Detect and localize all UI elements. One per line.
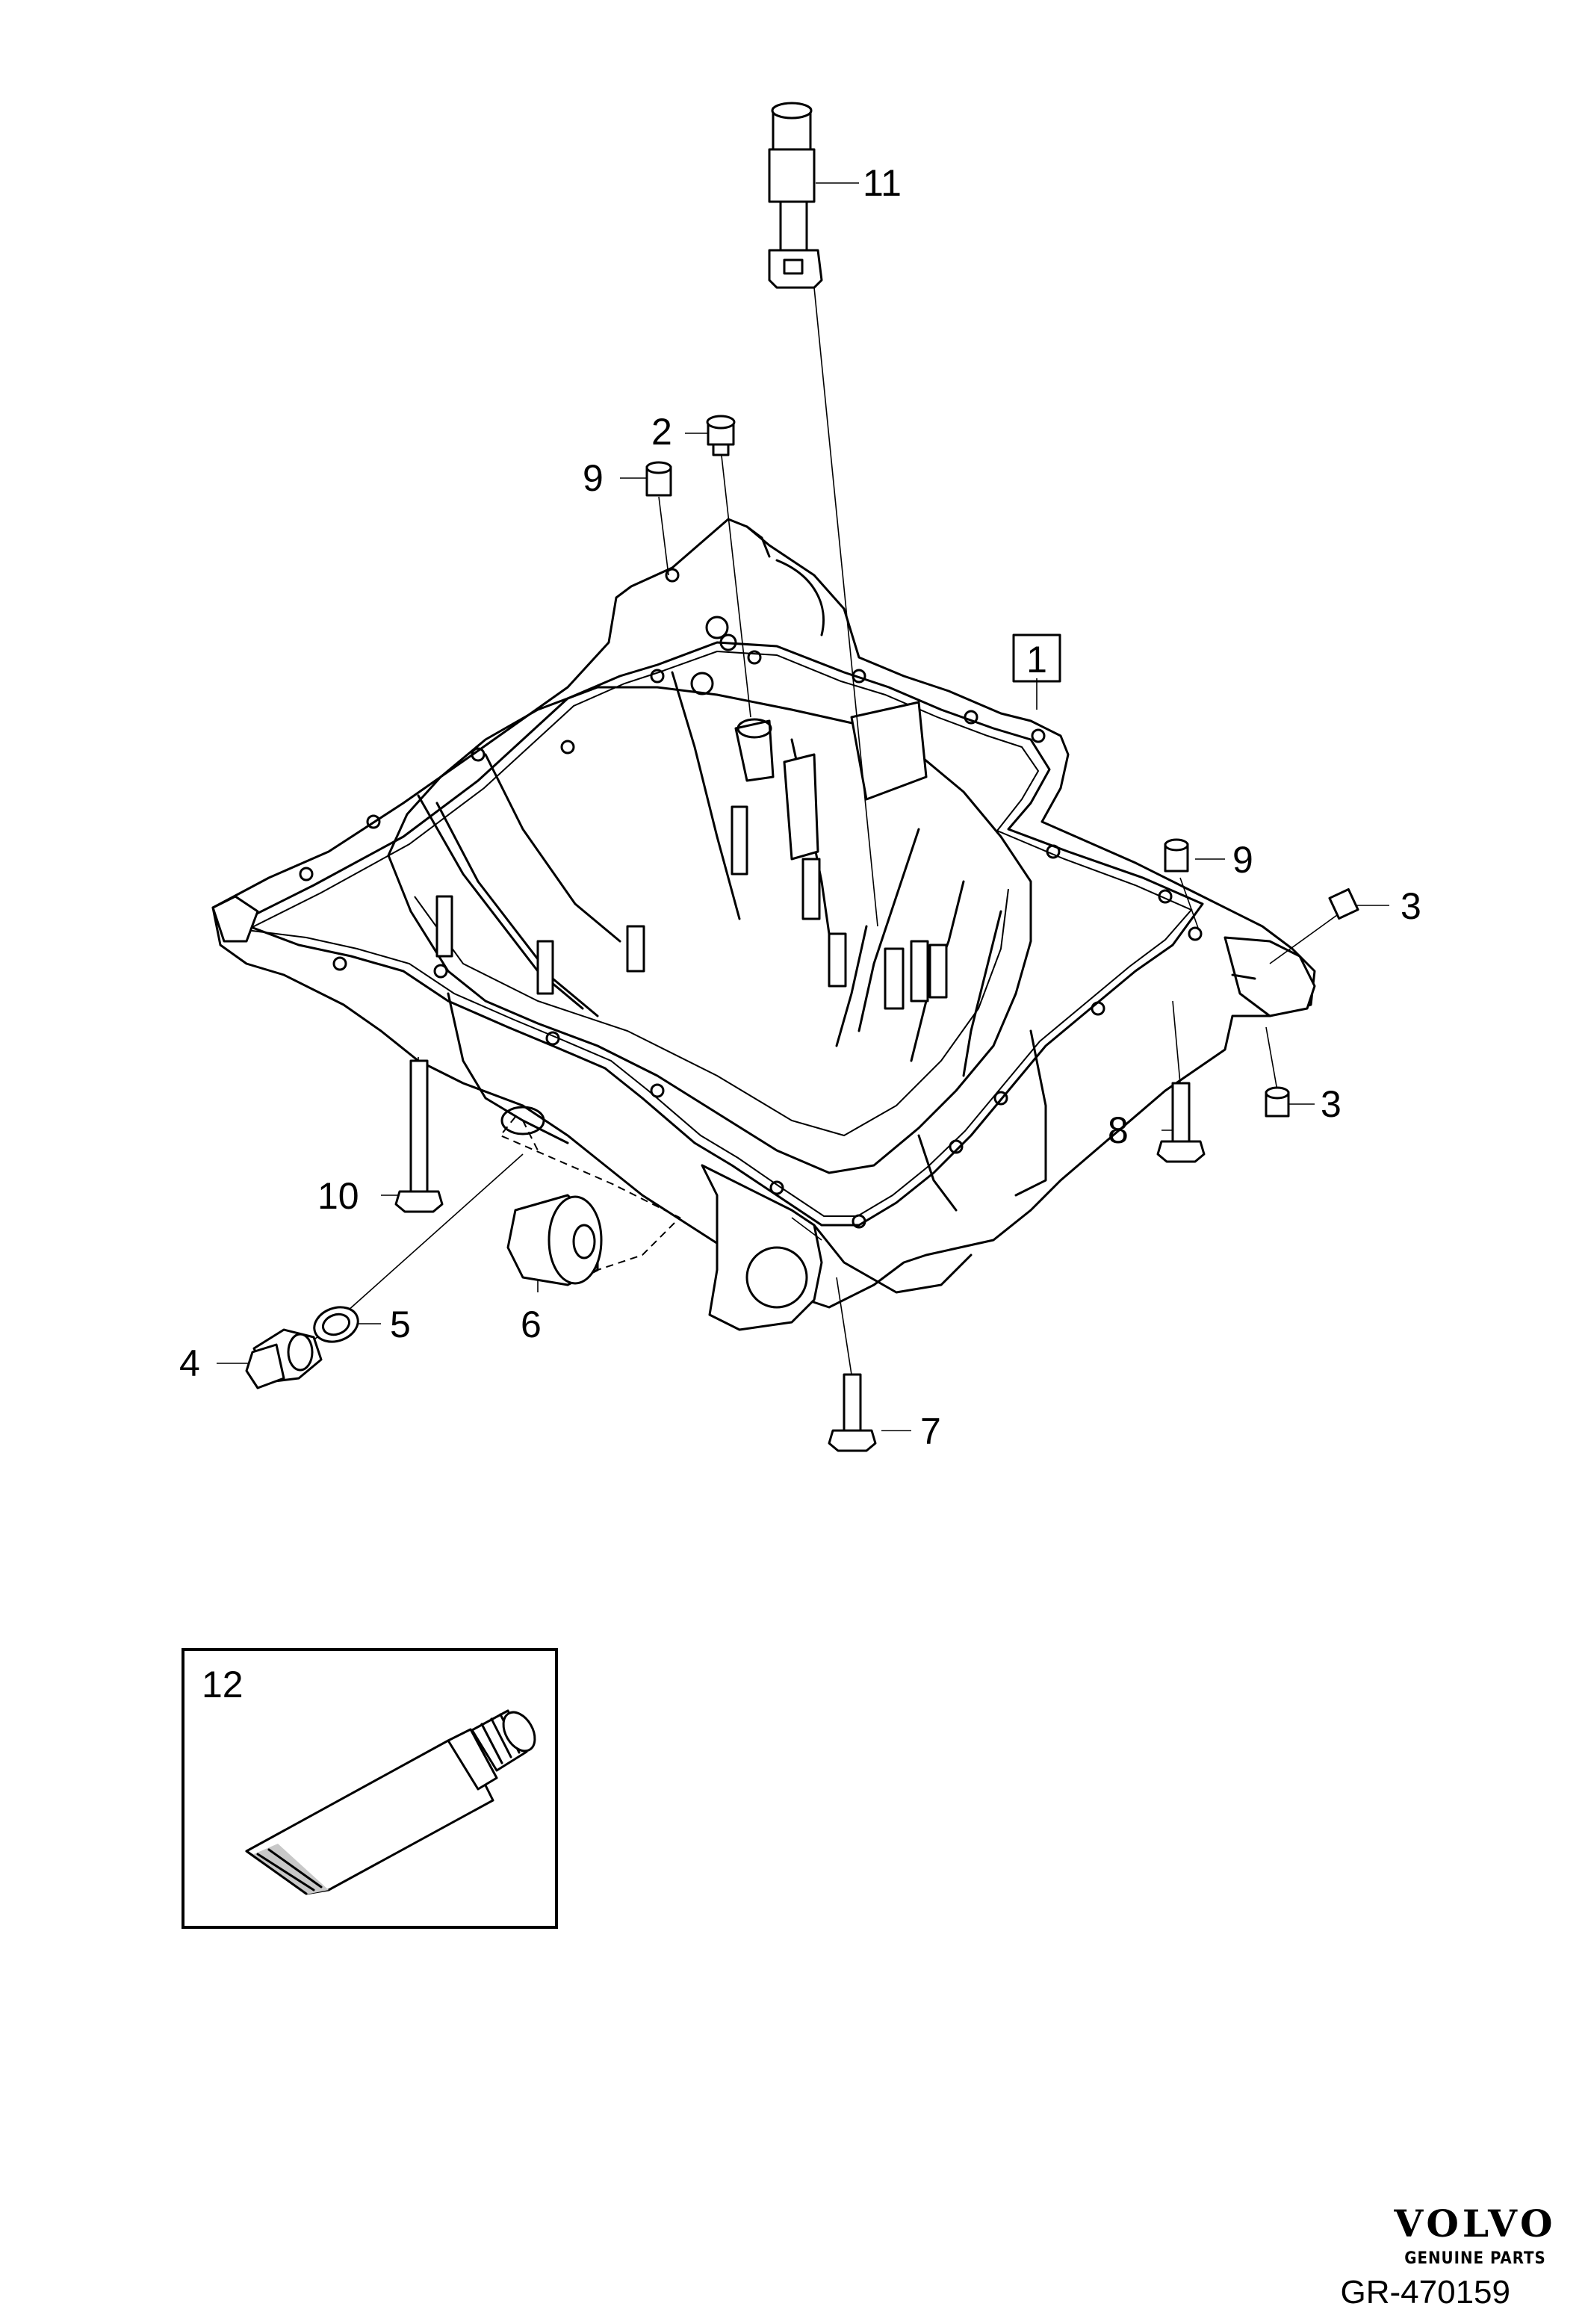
volvo-logo-text: VOLVO — [1393, 2201, 1556, 2246]
bolt-part — [1156, 1082, 1206, 1163]
document-id: GR-470159 — [1341, 2274, 1510, 2311]
callout-11: 11 — [863, 162, 902, 204]
callout-10: 10 — [317, 1175, 359, 1217]
volvo-logo: VOLVO GENUINE PARTS — [1393, 2201, 1556, 2268]
callout-1-box — [1012, 633, 1061, 683]
sealant-tube-part — [245, 1709, 536, 1895]
callout-12: 12 — [202, 1664, 244, 1705]
callout-7: 7 — [920, 1410, 941, 1452]
oil-pan-illustration — [211, 518, 1316, 1331]
callout-9a: 9 — [583, 457, 604, 499]
long-bolt-part — [394, 1059, 444, 1213]
callout-4: 4 — [179, 1342, 200, 1384]
dowel-pin-part — [1265, 887, 1359, 1118]
callout-2: 2 — [651, 411, 672, 453]
callout-labels: 1 2 3 3 4 5 6 7 8 9 9 10 11 — [179, 162, 1421, 1452]
callout-6: 6 — [521, 1304, 542, 1345]
rubber-bushing-part — [506, 1194, 603, 1286]
dipstick-tube-part — [768, 102, 823, 289]
callout-9b: 9 — [1232, 839, 1253, 881]
mount-alignment-line — [499, 1116, 681, 1271]
plug-part — [706, 415, 736, 456]
callout-5: 5 — [390, 1304, 411, 1345]
sealing-washer-part — [313, 1306, 359, 1343]
mount-bolt-part — [828, 1373, 877, 1452]
callout-8: 8 — [1108, 1109, 1129, 1151]
genuine-parts-text: GENUINE PARTS — [1404, 2249, 1546, 2268]
sealant-inset: 12 — [182, 1648, 558, 1929]
drain-plug-part — [245, 1328, 323, 1389]
callout-1: 1 — [1026, 639, 1047, 681]
guide-sleeve-part — [645, 461, 1189, 873]
callout-3a: 3 — [1401, 885, 1421, 927]
callout-3b: 3 — [1321, 1083, 1342, 1125]
